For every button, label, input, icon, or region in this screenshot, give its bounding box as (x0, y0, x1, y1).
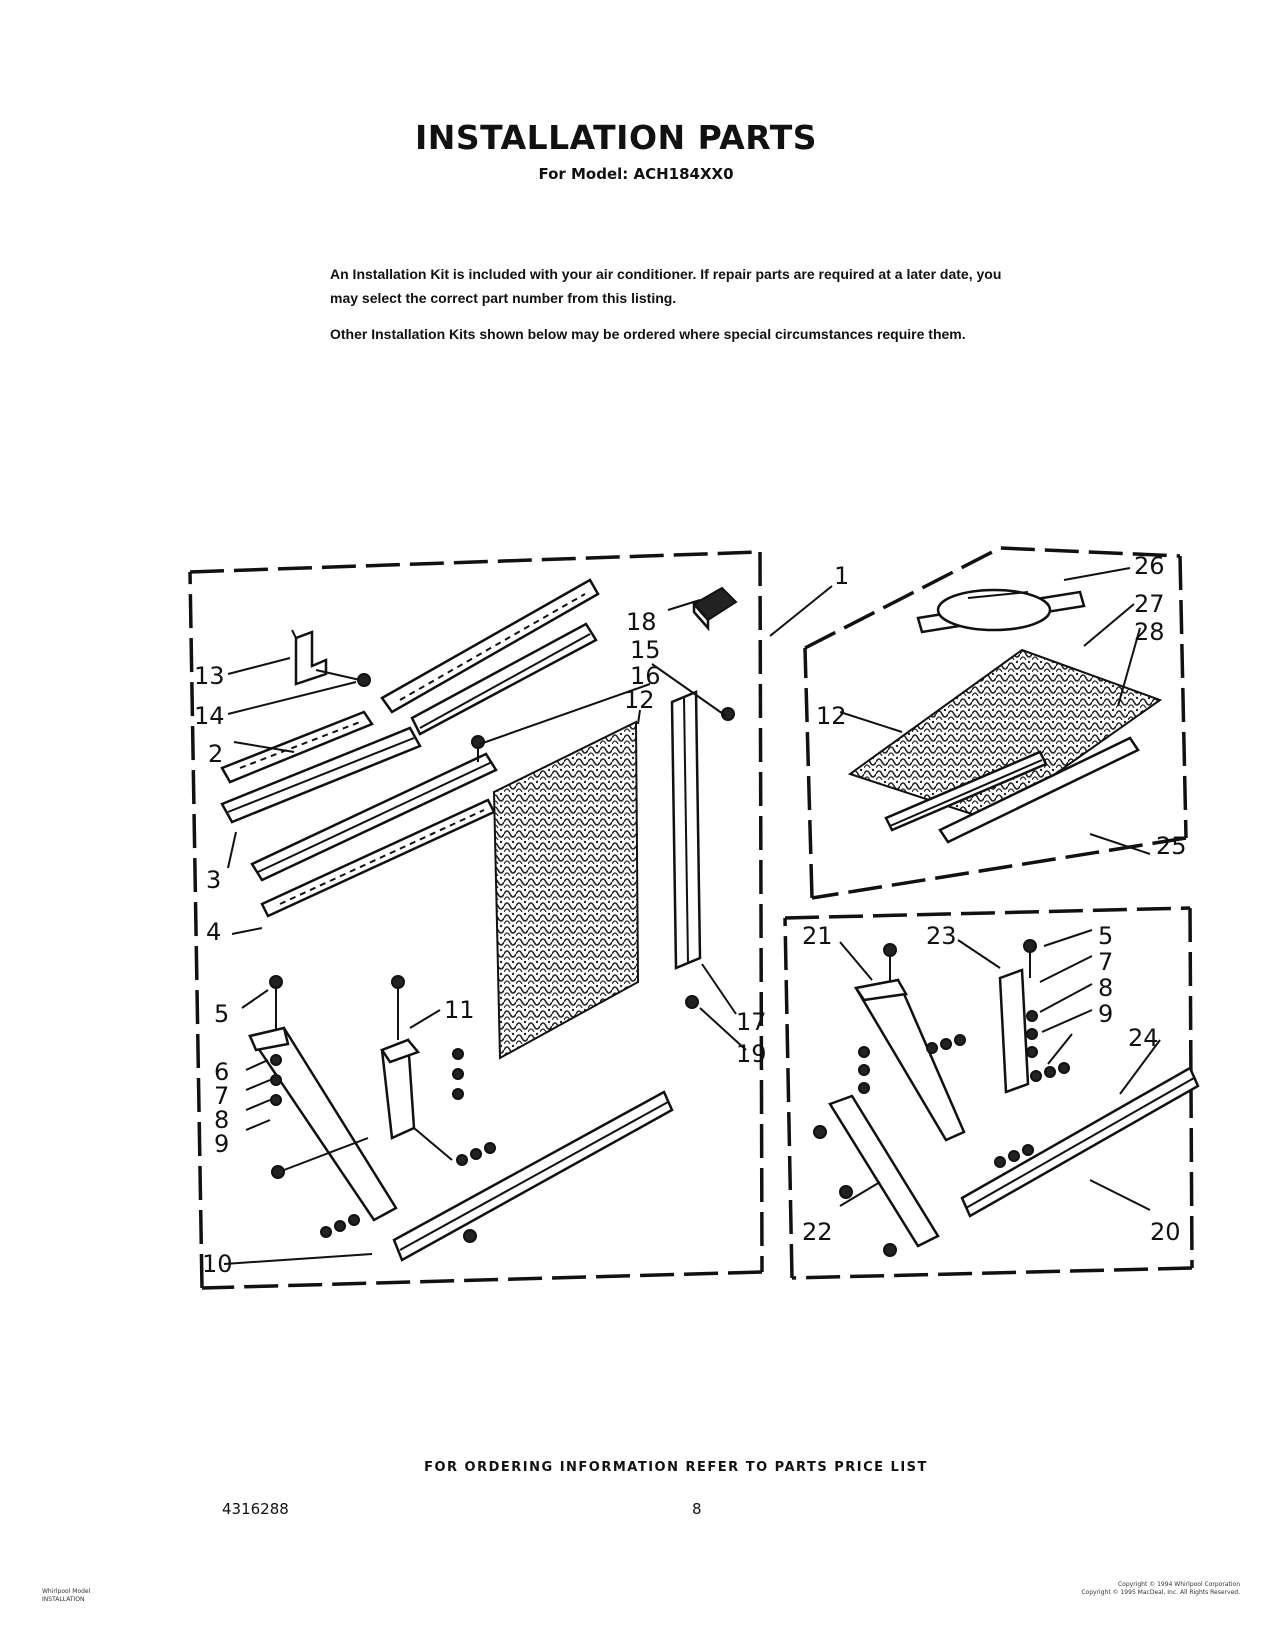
kit-20-border (783, 906, 1194, 1280)
screw-14-part (315, 669, 371, 687)
callout-9-kit20: 9 (1098, 1000, 1113, 1028)
part-number: 4316288 (222, 1500, 289, 1518)
callout-20: 20 (1150, 1218, 1181, 1246)
callout-12: 12 (624, 686, 655, 714)
callout-6: 6 (214, 1058, 229, 1086)
bracket-11-part (380, 975, 496, 1166)
foam-panel-25-part (847, 648, 1163, 844)
callout-13: 13 (194, 662, 225, 690)
bracket-13-part (291, 629, 328, 686)
callout-12-kit25: 12 (816, 702, 847, 730)
seal-26-part (916, 588, 1086, 634)
support-arm-6-part (247, 975, 398, 1222)
arm-21-part (853, 943, 966, 1142)
callout-3: 3 (206, 866, 221, 894)
ordering-note: FOR ORDERING INFORMATION REFER TO PARTS … (424, 1460, 928, 1475)
callout-5-kit20: 5 (1098, 922, 1113, 950)
sill-bar-20-part (960, 1066, 1200, 1218)
callout-24: 24 (1128, 1024, 1159, 1052)
model-line: For Model: ACH184XX0 (538, 165, 734, 183)
callout-27: 27 (1134, 590, 1165, 618)
rail-4-part (250, 752, 498, 918)
fine-print-right-line-2: Copyright © 1995 MacDeal, Inc. All Right… (1081, 1589, 1240, 1596)
channel-2-part (220, 710, 374, 784)
intro-paragraph-2: Other Installation Kits shown below may … (330, 326, 966, 342)
fine-print-right-line-1: Copyright © 1994 Whirlpool Corporation (1117, 1581, 1240, 1588)
callout-11: 11 (444, 996, 475, 1024)
fine-print-right: Copyright © 1994 Whirlpool Corporation C… (1010, 1581, 1240, 1597)
side-angle-17-part (670, 690, 702, 970)
bracket-23-part (998, 939, 1070, 1094)
callout-1: 1 (834, 562, 849, 590)
kit-25-border (803, 546, 1188, 900)
screw-16-part (471, 735, 485, 762)
fine-print-left: Whirlpool Model INSTALLATION (42, 1588, 90, 1604)
channel-3-part (220, 726, 422, 824)
page-number: 8 (692, 1500, 702, 1518)
filler-block-18-part (692, 586, 738, 632)
callout-8: 8 (214, 1106, 229, 1134)
callout-22: 22 (802, 1218, 833, 1246)
callout-9: 9 (214, 1130, 229, 1158)
fine-print-left-line-1: Whirlpool Model (42, 1588, 91, 1595)
callout-5: 5 (214, 1000, 229, 1028)
callout-26: 26 (1134, 552, 1165, 580)
callout-19: 19 (736, 1040, 767, 1068)
callout-4: 4 (206, 918, 221, 946)
callout-14: 14 (194, 702, 225, 730)
callout-28: 28 (1134, 618, 1165, 646)
callout-10: 10 (202, 1250, 233, 1278)
callout-7: 7 (214, 1082, 229, 1110)
intro-paragraph-1: An Installation Kit is included with you… (330, 266, 1002, 306)
screw-19-part (685, 995, 699, 1009)
top-rail-part (380, 578, 600, 714)
callout-21: 21 (802, 922, 833, 950)
fine-print-left-line-2: INSTALLATION (42, 1596, 85, 1603)
foam-panel-12-part (492, 720, 640, 1060)
sill-bar-10-part (320, 1090, 674, 1262)
callout-17: 17 (736, 1008, 767, 1036)
callout-7-kit20: 7 (1098, 948, 1113, 976)
arm-22-part (813, 1034, 966, 1257)
leader-lines (223, 567, 1161, 1265)
page-title: INSTALLATION PARTS (414, 118, 818, 157)
callout-18: 18 (626, 608, 657, 636)
channel-16-part (410, 622, 598, 736)
callout-15: 15 (630, 636, 661, 664)
callout-23: 23 (926, 922, 957, 950)
callout-8-kit20: 8 (1098, 974, 1113, 1002)
main-kit-border (188, 550, 764, 1290)
callout-16: 16 (630, 662, 661, 690)
callout-25: 25 (1156, 832, 1187, 860)
callout-2: 2 (208, 740, 223, 768)
